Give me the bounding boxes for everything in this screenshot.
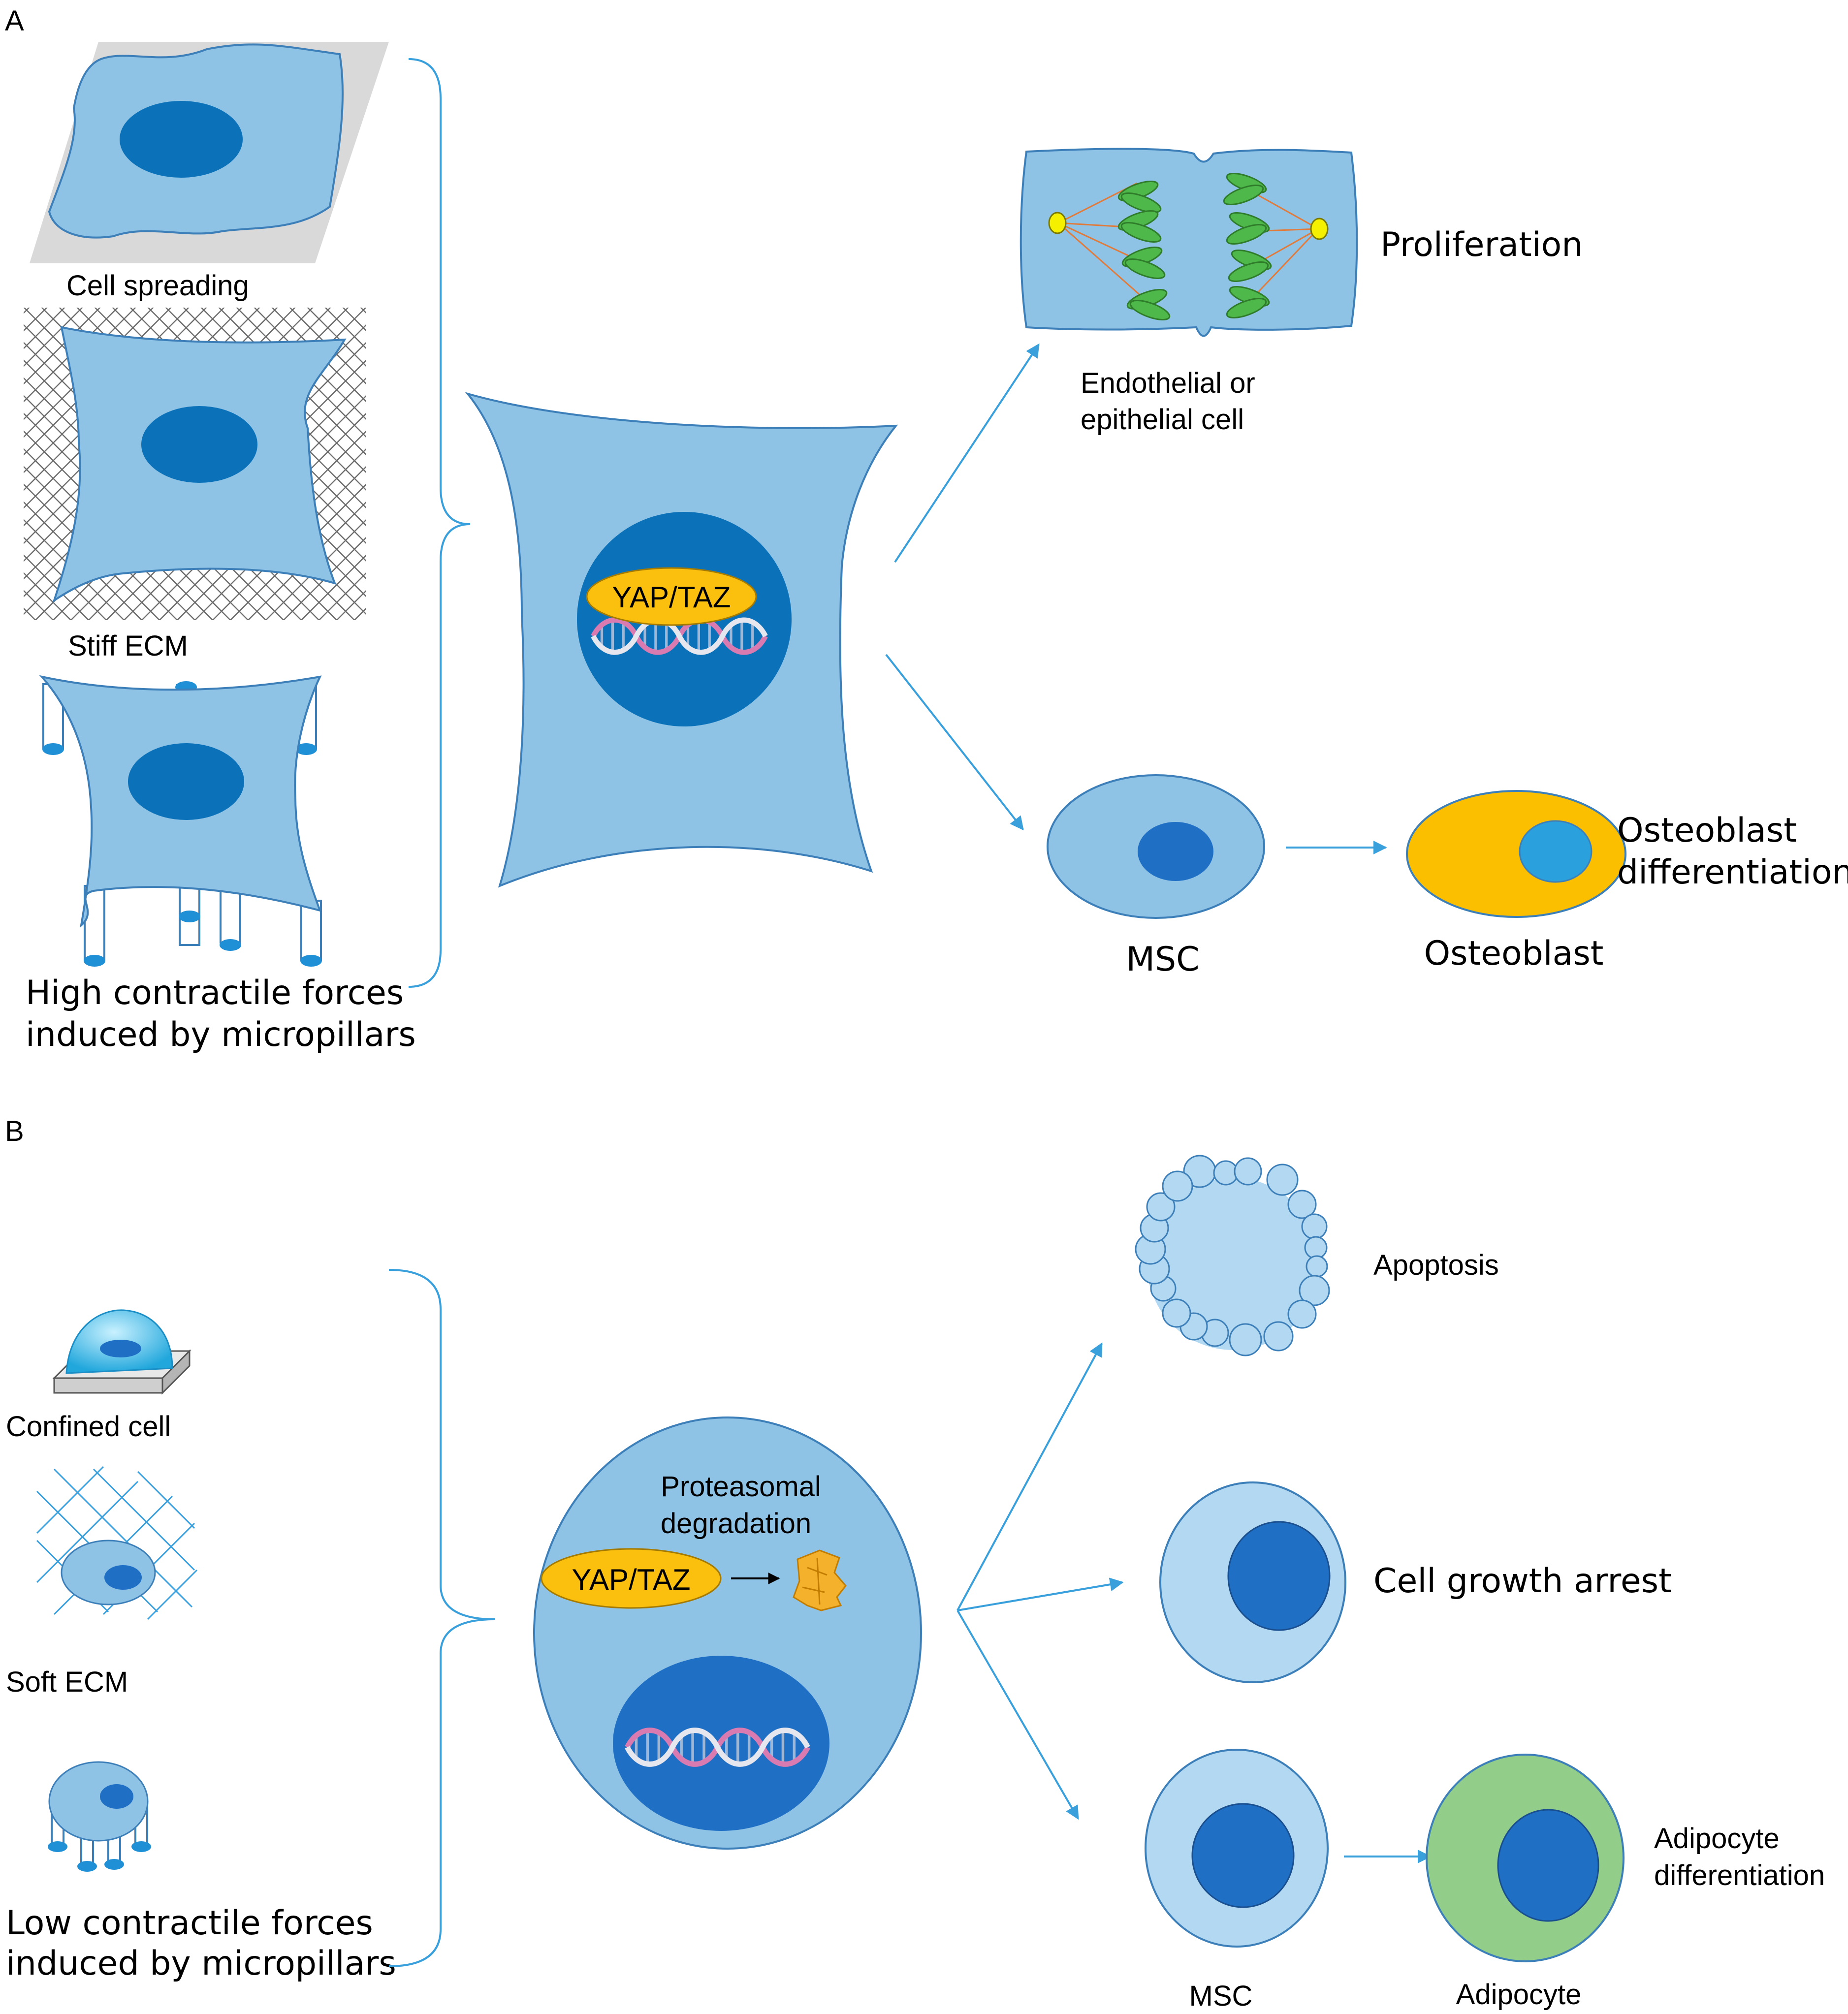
- bracket-a: [408, 58, 471, 988]
- label-soft-ecm: Soft ECM: [6, 1666, 128, 1698]
- micropillar-low-illustration: [48, 1761, 151, 1872]
- label-adipocyte: Adipocyte: [1456, 1979, 1582, 2011]
- label-growth-arrest: Cell growth arrest: [1373, 1562, 1672, 1601]
- stiff-ecm-illustration: [24, 308, 366, 620]
- label-cell-type-line2: epithelial cell: [1081, 404, 1244, 436]
- osteoblast-cell: [1406, 790, 1626, 918]
- label-osteo-diff-line2: differentiation: [1617, 853, 1848, 892]
- label-msc-a: MSC: [1126, 940, 1199, 979]
- label-adipo-diff-line1: Adipocyte: [1654, 1823, 1780, 1855]
- soft-ecm-illustration: [36, 1466, 198, 1620]
- label-low-forces-line1: Low contractile forces: [6, 1904, 373, 1943]
- label-stiff-ecm: Stiff ECM: [68, 630, 188, 662]
- label-cell-type-line1: Endothelial or: [1081, 367, 1255, 399]
- label-apoptosis: Apoptosis: [1373, 1249, 1499, 1281]
- central-cell-a: [465, 392, 898, 888]
- bracket-b: [388, 1269, 495, 1967]
- proteasome-icon: [793, 1549, 847, 1611]
- label-osteo-diff-line1: Osteoblast: [1617, 811, 1797, 850]
- adipocyte-cell: [1426, 1754, 1625, 1962]
- arrow-b-apoptosis: [956, 1342, 1103, 1611]
- central-cell-b: [533, 1416, 922, 1850]
- apoptotic-cell: [1135, 1155, 1330, 1356]
- yap-taz-a: YAP/TAZ: [586, 567, 757, 626]
- label-msc-b: MSC: [1189, 1980, 1253, 2012]
- label-high-forces-line2: induced by micropillars: [26, 1015, 416, 1054]
- label-osteoblast: Osteoblast: [1424, 934, 1604, 973]
- label-degradation-line2: degradation: [661, 1508, 811, 1540]
- panel-label-b: B: [5, 1115, 24, 1147]
- arrow-b-msc: [956, 1609, 1079, 1820]
- arrow-a-proliferation: [894, 343, 1040, 563]
- yap-taz-b: YAP/TAZ: [541, 1548, 722, 1609]
- yap-taz-label-b: YAP/TAZ: [572, 1563, 690, 1596]
- label-proliferation: Proliferation: [1380, 225, 1583, 264]
- arrow-b-growth-arrest: [957, 1577, 1124, 1611]
- label-high-forces-line1: High contractile forces: [26, 974, 404, 1012]
- label-cell-spreading: Cell spreading: [66, 270, 249, 302]
- confined-cell-illustration: [52, 1309, 191, 1395]
- label-confined-cell: Confined cell: [6, 1411, 171, 1443]
- micropillar-high-illustration: [39, 675, 322, 967]
- msc-b: [1145, 1749, 1329, 1948]
- label-low-forces-line2: induced by micropillars: [6, 1944, 396, 1983]
- growth-arrest-cell: [1159, 1481, 1346, 1683]
- msc-a: [1047, 774, 1265, 919]
- cell-spreading-illustration: [30, 42, 389, 263]
- panel-label-a: A: [5, 5, 24, 37]
- arrow-a-msc: [885, 654, 1024, 831]
- label-degradation-line1: Proteasomal: [661, 1471, 821, 1503]
- yap-taz-label-a: YAP/TAZ: [612, 581, 731, 614]
- label-adipo-diff-line2: differentiation: [1654, 1859, 1825, 1891]
- dividing-cell: [1020, 148, 1358, 337]
